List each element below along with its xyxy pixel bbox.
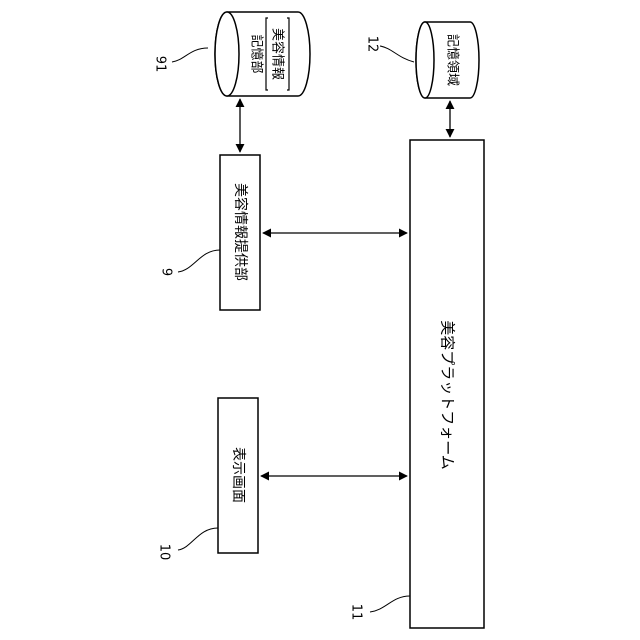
- storage-unit-cylinder: 記憶部 美容情報: [215, 12, 310, 96]
- platform-label: 美容プラットフォーム: [439, 320, 457, 470]
- leader-10: [178, 528, 218, 550]
- platform-ref: 11: [349, 604, 364, 621]
- storage-area-ref: 12: [365, 36, 380, 53]
- info-provider-ref: 9: [159, 268, 174, 276]
- storage-unit-ref: 91: [153, 56, 168, 73]
- info-provider-label: 美容情報提供部: [232, 183, 249, 281]
- leader-9: [178, 250, 220, 272]
- storage-area-label: 記憶領域: [445, 34, 461, 86]
- leader-11: [370, 596, 410, 612]
- leader-12: [380, 46, 414, 62]
- leader-91: [172, 48, 208, 62]
- display-screen-ref: 10: [157, 544, 172, 561]
- storage-area-cylinder: 記憶領域: [416, 22, 479, 98]
- storage-unit-label: 記憶部: [249, 34, 265, 73]
- display-screen-label: 表示画面: [230, 447, 246, 503]
- storage-unit-content: 美容情報: [270, 28, 286, 80]
